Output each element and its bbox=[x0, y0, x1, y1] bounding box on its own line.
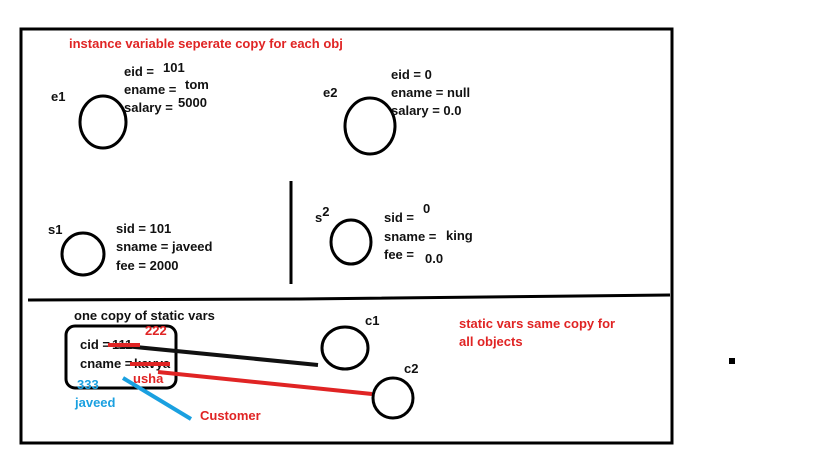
s1-object-circle bbox=[60, 231, 106, 277]
s2-sname-value: king bbox=[446, 228, 473, 243]
javeed-text: javeed bbox=[74, 395, 116, 410]
static-note-line1: static vars same copy for bbox=[459, 316, 615, 331]
static-vars-box bbox=[64, 324, 178, 390]
e1-ename-key: ename = bbox=[124, 82, 177, 97]
e2-object-circle bbox=[343, 96, 397, 156]
c1-object-circle bbox=[320, 325, 370, 371]
outer-frame bbox=[19, 27, 674, 445]
c2-object-circle bbox=[371, 376, 415, 420]
s1-sname: sname = javeed bbox=[116, 239, 213, 254]
c2-label: c2 bbox=[404, 361, 418, 376]
e2-ename: ename = null bbox=[391, 85, 470, 100]
cname-key: cname = bbox=[80, 356, 133, 371]
s2-fee-value: 0.0 bbox=[425, 251, 443, 266]
static-note-line2: all objects bbox=[459, 334, 523, 349]
s2-label: s2 bbox=[315, 204, 329, 225]
c1-label: c1 bbox=[365, 313, 379, 328]
customer-pointer-line bbox=[121, 376, 193, 421]
s2-label-base: s bbox=[315, 210, 322, 225]
e2-label: e2 bbox=[323, 85, 337, 100]
e2-eid: eid = 0 bbox=[391, 67, 432, 82]
s1-label: s1 bbox=[48, 222, 62, 237]
link-line-c1 bbox=[114, 343, 319, 367]
e2-salary: salary = 0.0 bbox=[391, 103, 461, 118]
instance-heading: instance variable seperate copy for each… bbox=[69, 36, 343, 51]
s2-sname-key: sname = bbox=[384, 229, 437, 244]
s2-fee-key: fee = bbox=[384, 247, 414, 262]
e1-object-circle bbox=[78, 94, 128, 150]
stray-dot bbox=[729, 358, 735, 364]
s1-fee: fee = 2000 bbox=[116, 258, 179, 273]
s2-object-circle bbox=[329, 218, 373, 266]
e1-eid-value: 101 bbox=[163, 60, 185, 75]
javeed-number: 333 bbox=[77, 377, 99, 392]
static-heading: one copy of static vars bbox=[74, 308, 215, 323]
s2-sid-value: 0 bbox=[423, 201, 430, 216]
link-line-c2 bbox=[157, 370, 373, 396]
cid-new-value: 222 bbox=[145, 323, 167, 338]
customer-label: Customer bbox=[200, 408, 261, 423]
e1-salary-key: salary = bbox=[124, 100, 173, 115]
section-divider bbox=[27, 293, 671, 302]
e1-salary-value: 5000 bbox=[178, 95, 207, 110]
s1-sid: sid = 101 bbox=[116, 221, 171, 236]
cname-new-value: usha bbox=[133, 371, 164, 386]
cid-key: cid = bbox=[80, 337, 110, 352]
s2-label-sup: 2 bbox=[322, 204, 329, 219]
e1-label: e1 bbox=[51, 89, 65, 104]
s2-sid-key: sid = bbox=[384, 210, 414, 225]
e1-ename-value: tom bbox=[185, 77, 209, 92]
e1-eid-key: eid = bbox=[124, 64, 154, 79]
